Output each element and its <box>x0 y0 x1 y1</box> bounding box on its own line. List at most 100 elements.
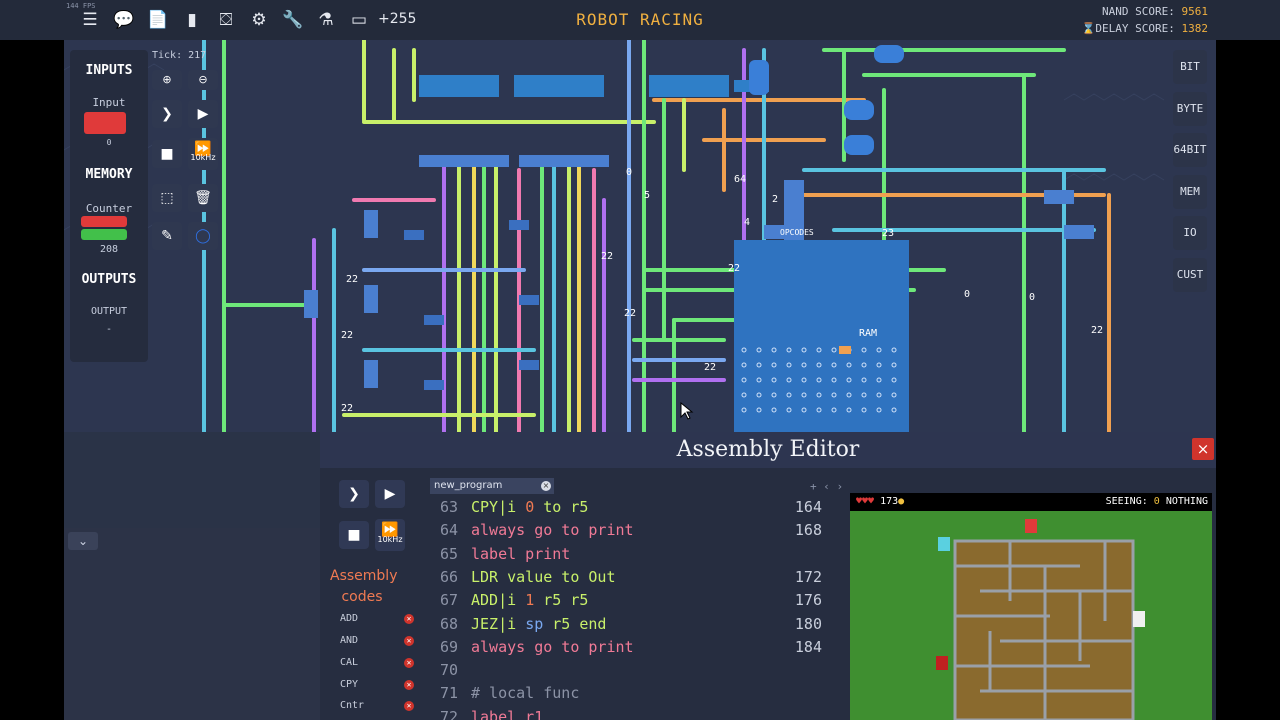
circuit-canvas[interactable]: RAM OPCODES 22 22 22 22 22 22 22 22 0 0 … <box>64 40 1216 432</box>
editor-play-button[interactable]: ▶ <box>375 480 405 508</box>
editor-step-button[interactable]: ❯ <box>339 480 369 508</box>
select-tool-button[interactable]: ⬚ <box>152 184 182 212</box>
pencil-icon: ✎ <box>161 228 173 244</box>
remove-icon[interactable]: ✕ <box>404 614 414 624</box>
remove-icon[interactable]: ✕ <box>404 658 414 668</box>
input-value: 0 <box>106 138 112 147</box>
code-text: # local func <box>471 682 579 705</box>
code-text: always go to print <box>471 636 634 659</box>
palette-64bit-button[interactable]: 64BIT <box>1173 133 1207 167</box>
right-margin <box>1216 40 1280 720</box>
code-text: label print <box>471 543 570 566</box>
zoom-in-button[interactable]: ⊕ <box>152 70 182 90</box>
wires <box>202 40 1111 432</box>
line-number: 64 <box>440 521 459 540</box>
wire-value: 22 <box>624 308 636 319</box>
line-address: 164 <box>794 498 822 516</box>
code-token: 0 <box>525 498 535 516</box>
palette-io-button[interactable]: IO <box>1173 216 1207 250</box>
components <box>304 45 1094 432</box>
io-panel: INPUTS Input 0 MEMORY Counter 208 OUTPUT… <box>70 50 148 362</box>
code-text: JEZ|i sp r5 end <box>471 613 606 636</box>
chevron-right-icon: ❯ <box>161 106 173 122</box>
zoom-out-button[interactable]: ⊖ <box>188 70 218 90</box>
counter-top-bits[interactable] <box>81 216 127 227</box>
fast-forward-button[interactable]: ⏩10kHz <box>188 138 218 170</box>
program-tab[interactable]: new_program× <box>430 478 554 494</box>
code-token: r5 end <box>543 614 607 633</box>
delete-button[interactable]: 🗑 <box>188 184 218 212</box>
code-line[interactable]: 70 <box>432 659 832 682</box>
close-button[interactable]: × <box>1192 438 1214 460</box>
line-number: 65 <box>440 544 459 563</box>
wire-value: 2 <box>772 194 778 205</box>
code-text: label r1 <box>471 706 543 720</box>
stop-button[interactable]: ■ <box>152 140 182 168</box>
wire-value: 22 <box>341 403 353 414</box>
wrench-icon[interactable]: 🔧 <box>282 10 304 30</box>
remove-icon[interactable]: ✕ <box>404 680 414 690</box>
robot-enemy <box>1133 611 1145 627</box>
assembly-code-item[interactable]: ADD✕ <box>340 613 420 633</box>
close-tab-icon[interactable]: × <box>541 481 551 491</box>
hierarchy-icon[interactable]: ⛋ <box>219 10 233 30</box>
zoom-out-icon: ⊖ <box>198 73 208 86</box>
counter-bottom-bits[interactable] <box>81 229 127 240</box>
code-line[interactable]: 71# local func <box>432 682 832 705</box>
document-icon[interactable]: 📄 <box>147 10 169 30</box>
assembly-code-item[interactable]: Cntr✕ <box>340 700 420 720</box>
level-title: ROBOT RACING <box>576 10 704 29</box>
ram-active-cell <box>839 346 851 354</box>
coin-count: 173 <box>880 496 899 507</box>
book-icon[interactable]: ▮ <box>187 10 197 30</box>
code-token: # local func <box>471 684 580 703</box>
menu-icon[interactable]: ☰ <box>82 10 98 30</box>
component-icon[interactable]: ▭ <box>350 10 368 30</box>
step-button[interactable]: ❯ <box>152 100 182 128</box>
play-button[interactable]: ▶ <box>188 100 218 128</box>
remove-icon[interactable]: ✕ <box>404 701 414 711</box>
counter-value: 208 <box>99 244 119 255</box>
palette-mem-button[interactable]: MEM <box>1173 175 1207 209</box>
pencil-tool-button[interactable]: ✎ <box>152 222 182 250</box>
delay-score-value: 1382 <box>1181 22 1209 35</box>
stop-icon: ■ <box>347 527 361 543</box>
gear-icon[interactable]: ⚙ <box>251 10 267 30</box>
code-line[interactable]: 65 label print <box>432 543 832 566</box>
palette-byte-button[interactable]: BYTE <box>1173 92 1207 126</box>
code-token: 1 <box>525 591 535 610</box>
code-token: label print <box>471 544 571 563</box>
collapse-button[interactable]: ⌄ <box>68 532 98 550</box>
remove-icon[interactable]: ✕ <box>404 636 414 646</box>
output-value: - <box>105 324 113 335</box>
component-count: +255 <box>378 11 417 27</box>
flask-icon[interactable]: ⚗ <box>318 10 334 30</box>
code-token: ADD|i <box>471 591 526 610</box>
palette-bit-button[interactable]: BIT <box>1173 50 1207 84</box>
editor-stop-button[interactable]: ■ <box>339 521 369 549</box>
wire-value: 23 <box>882 228 894 239</box>
assembly-code-item[interactable]: CAL✕ <box>340 657 420 677</box>
assembly-code-item[interactable]: AND✕ <box>340 635 420 655</box>
close-icon: × <box>1196 440 1210 458</box>
circuit-wiring: RAM OPCODES 22 22 22 22 22 22 22 22 0 0 … <box>64 40 1165 432</box>
editor-fast-forward-button[interactable]: ⏩10kHz <box>375 519 405 551</box>
color-tool-button[interactable]: ◯ <box>188 222 218 250</box>
input-component[interactable] <box>84 112 126 134</box>
chat-icon[interactable]: 💬 <box>113 10 135 30</box>
tab-controls[interactable]: + ‹ › <box>810 480 844 493</box>
editor-title: Assembly Editor <box>320 432 1216 468</box>
line-number: 69 <box>440 637 459 656</box>
assembly-code-item[interactable]: CPY✕ <box>340 679 420 699</box>
palette-cust-button[interactable]: CUST <box>1173 258 1207 292</box>
robot-player <box>938 537 950 551</box>
wire-value: 4 <box>744 217 750 228</box>
